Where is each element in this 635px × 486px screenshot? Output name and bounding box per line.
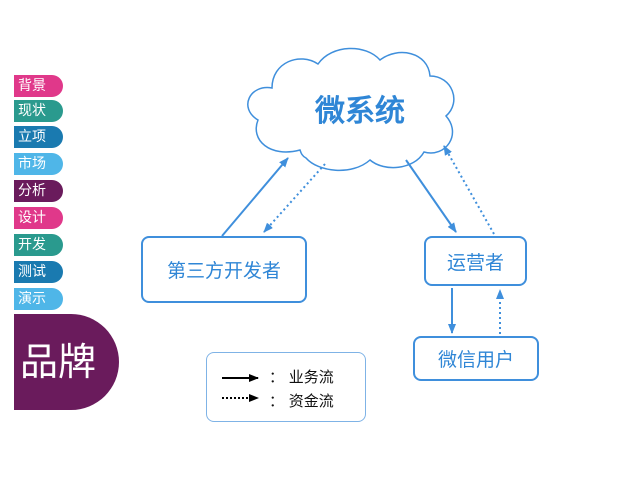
arrow-cloud-to-operator	[405, 159, 457, 233]
node-label: 运营者	[446, 251, 504, 274]
sidebar-tab-label: 立项	[18, 129, 46, 145]
node-third-party-developer: 第三方开发者	[141, 236, 307, 303]
sidebar-tab-label: 现状	[18, 103, 46, 119]
node-operator: 运营者	[424, 236, 527, 286]
sidebar-tab-label: 演示	[18, 291, 46, 307]
cloud-label: 微系统	[315, 94, 405, 129]
sidebar-tab-label: 分析	[18, 183, 46, 199]
sidebar-tab-demo[interactable]: 演示	[14, 288, 63, 310]
arrow-cloud-to-developer	[263, 163, 326, 233]
legend-capital-flow: ： 资金流	[269, 392, 334, 410]
legend-business-flow: ： 业务流	[269, 368, 334, 386]
sidebar-tab-label: 设计	[18, 210, 46, 226]
node-label: 微信用户	[437, 349, 514, 371]
sidebar-tab-testing[interactable]: 测试	[14, 261, 63, 283]
sidebar-tab-design[interactable]: 设计	[14, 207, 63, 229]
cloud-shape	[247, 47, 455, 172]
node-label: 第三方开发者	[166, 260, 281, 282]
sidebar-tab-development[interactable]: 开发	[14, 234, 63, 256]
sidebar-tab-project[interactable]: 立项	[14, 126, 63, 148]
sidebar-tab-status[interactable]: 现状	[14, 100, 63, 122]
node-wechat-user: 微信用户	[413, 336, 539, 381]
brand-label: 品牌	[20, 340, 97, 384]
arrow-developer-to-cloud	[221, 157, 289, 237]
arrow-operator-to-cloud	[443, 145, 495, 235]
sidebar-tab-brand[interactable]: 品牌	[14, 314, 119, 410]
sidebar-tab-label: 背景	[18, 78, 46, 94]
sidebar-tab-label: 市场	[18, 156, 46, 172]
legend-box: ： 业务流 ： 资金流	[206, 352, 366, 422]
sidebar-tab-label: 测试	[18, 264, 46, 280]
sidebar-tab-analysis[interactable]: 分析	[14, 180, 63, 202]
sidebar-tab-background[interactable]: 背景	[14, 75, 63, 97]
sidebar-tab-market[interactable]: 市场	[14, 153, 63, 175]
sidebar-tab-label: 开发	[18, 237, 46, 253]
